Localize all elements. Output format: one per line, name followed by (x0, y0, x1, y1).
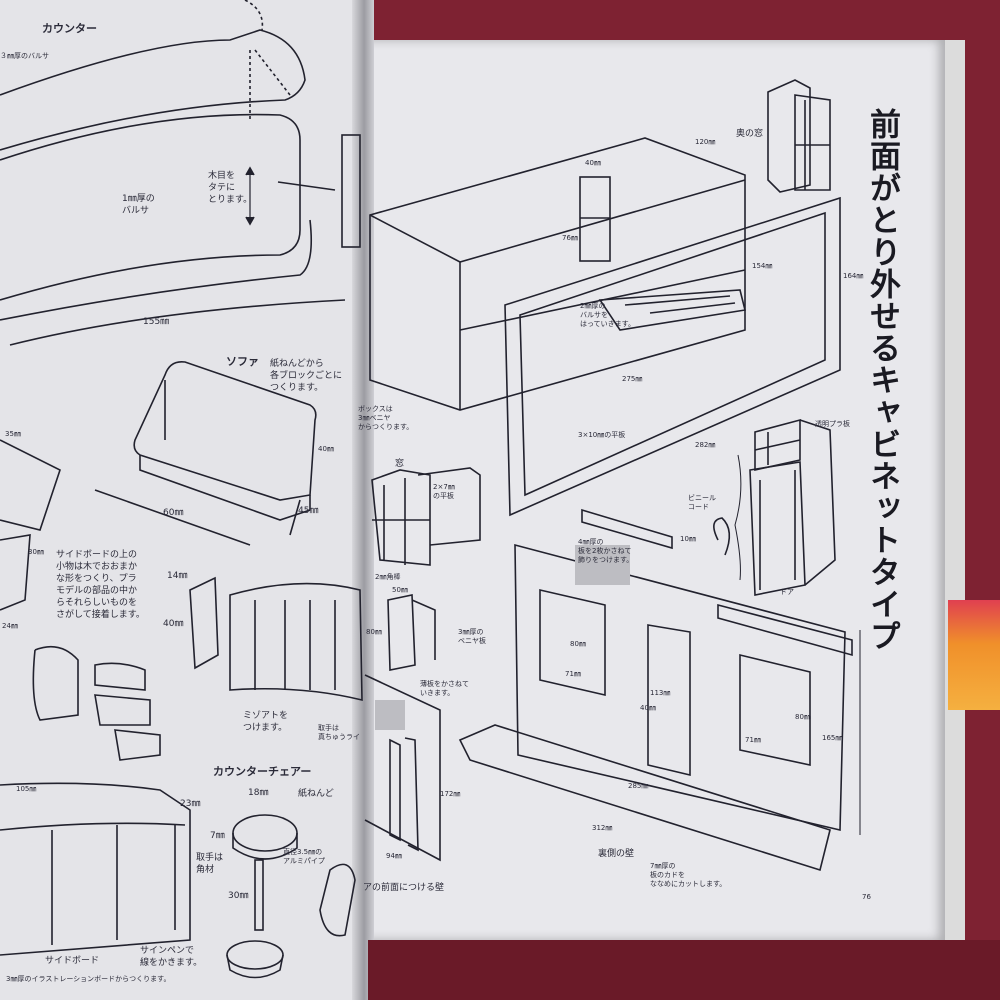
dimension-80-block: 80㎜ (366, 628, 382, 636)
dimension-71-window1: 71㎜ (565, 670, 581, 678)
dimension-71-window2: 71㎜ (745, 736, 761, 744)
label-balsa-3mm: ３㎜厚のバルサ (0, 52, 49, 60)
colored-object-edge (948, 600, 1000, 710)
window-parts-drawing (371, 467, 481, 671)
label-window: 窓 (395, 459, 405, 469)
dimension-172: 172㎜ (440, 790, 461, 798)
back-window-drawing (767, 79, 831, 193)
dimension-10: 10㎜ (680, 535, 696, 543)
dimension-40-sofa: 40㎜ (318, 445, 334, 453)
dimension-14: 14㎜ (167, 571, 188, 581)
label-counter: カウンター (42, 22, 97, 35)
dimension-113: 113㎜ (650, 689, 671, 697)
dimension-105: 105㎜ (16, 785, 37, 793)
dimension-40-window: 40㎜ (585, 159, 601, 167)
front-frame-drawing (504, 196, 841, 517)
label-bevel-cut: 7㎜厚の 板のカドを ななめにカットします。 (650, 862, 727, 888)
book-gutter (352, 0, 374, 1000)
label-grain-vertical: 木目を タテに とります。 (208, 171, 253, 205)
dimension-30-chair: 30㎜ (228, 891, 249, 901)
dimension-80-window1: 80㎜ (570, 640, 586, 648)
dimension-50: 50㎜ (392, 586, 408, 594)
label-door: ドア (780, 588, 794, 596)
label-sideboard: サイドボード (45, 956, 100, 966)
label-back-wall: 裏側の壁 (598, 849, 635, 859)
label-thin-layers: 薄板をかさねて いきます。 (420, 680, 469, 697)
page-number: 76 (862, 893, 871, 901)
label-sofa-note: 紙ねんどから 各ブロックごとに つくります。 (270, 359, 343, 393)
label-floor-balsa: 2㎜厚の バルサを はっていきます。 (580, 302, 635, 328)
label-2mm-stick: 2㎜角棒 (375, 573, 401, 581)
label-square-handle: 取手は 角材 (196, 853, 224, 875)
dimension-275: 275㎜ (622, 375, 643, 383)
left-page (0, 0, 368, 1000)
dimension-40-side: 40㎜ (163, 619, 184, 629)
dimension-165: 165㎜ (822, 734, 843, 742)
label-aluminum-pipe: 直径3.5㎜の アルミパイプ (283, 848, 325, 865)
dimension-60: 60㎜ (163, 508, 184, 518)
dimension-35: 35㎜ (5, 430, 21, 438)
label-box-plywood: ボックスは 3㎜ベニヤ からつくります。 (358, 405, 414, 431)
label-brass-handle: 取手は 真ちゅうライ (318, 724, 360, 741)
label-marker-lines: サインペンで 線をかきます。 (140, 946, 203, 968)
door-drawing (713, 418, 836, 596)
dimension-24: 24㎜ (2, 622, 18, 630)
sofa-drawing (94, 360, 317, 546)
cabinet-box-drawing (369, 137, 746, 411)
dimension-94: 94㎜ (386, 852, 402, 860)
door-front-wall-drawing (364, 674, 441, 862)
label-trim-note: 4㎜厚の 板を2枚かさねて 飾りをつけます。 (578, 538, 634, 564)
dimension-45: 45㎜ (298, 506, 319, 516)
dimension-282: 282㎜ (695, 441, 716, 449)
sideboard-drawing (0, 576, 363, 956)
label-clear-plastic: 透明プラ板 (815, 420, 850, 428)
label-sofa: ソファ (226, 355, 259, 368)
dimension-7: 7㎜ (210, 831, 225, 841)
side-table-drawing (0, 439, 161, 761)
label-illustration-board: 3㎜厚のイラストレーションボードからつくります。 (6, 975, 171, 983)
book-cover-edge (945, 40, 965, 940)
label-groove: ミゾアトを つけます。 (243, 711, 289, 733)
label-plywood-3mm: 3㎜厚の ベニヤ板 (458, 628, 486, 645)
page-title: 前面がとり外せるキャビネットタイプ (864, 108, 900, 652)
dimension-40-door: 40㎜ (640, 704, 656, 712)
trim-piece-drawing (581, 508, 673, 550)
dimension-155: 155㎜ (143, 317, 170, 327)
label-counter-chair: カウンターチェアー (213, 765, 312, 778)
dimension-18: 18㎜ (248, 788, 269, 798)
dimension-312: 312㎜ (592, 824, 613, 832)
counter-chair-drawing (226, 814, 356, 979)
label-balsa-1mm: 1㎜厚の バルサ (122, 194, 155, 216)
dimension-164: 164㎜ (843, 272, 864, 280)
label-vinyl-cord: ビニール コード (688, 494, 716, 511)
dimension-120: 120㎜ (695, 138, 716, 146)
label-back-window: 奥の窓 (736, 129, 764, 139)
label-clay: 紙ねんど (298, 789, 334, 799)
dimension-80-window2: 80㎜ (795, 713, 811, 721)
dimension-285: 285㎜ (628, 782, 649, 790)
label-flat-board: 3×10㎜の平板 (578, 431, 626, 439)
dimension-76: 76㎜ (562, 234, 578, 242)
counter-drawing (0, 0, 361, 346)
dimension-30: 30㎜ (28, 548, 44, 556)
label-2x7-board: 2×7㎜ の平板 (433, 483, 455, 500)
background-surface (368, 940, 1000, 1000)
label-door-front-wall: アの前面につける壁 (363, 883, 445, 893)
dimension-154: 154㎜ (752, 262, 773, 270)
dimension-23: 23㎜ (180, 799, 201, 809)
back-wall-drawing (458, 543, 861, 872)
label-sideboard-items-note: サイドボードの上の 小物は木でおおまか な形をつくり、プラ モデルの部品の中か … (56, 550, 145, 620)
